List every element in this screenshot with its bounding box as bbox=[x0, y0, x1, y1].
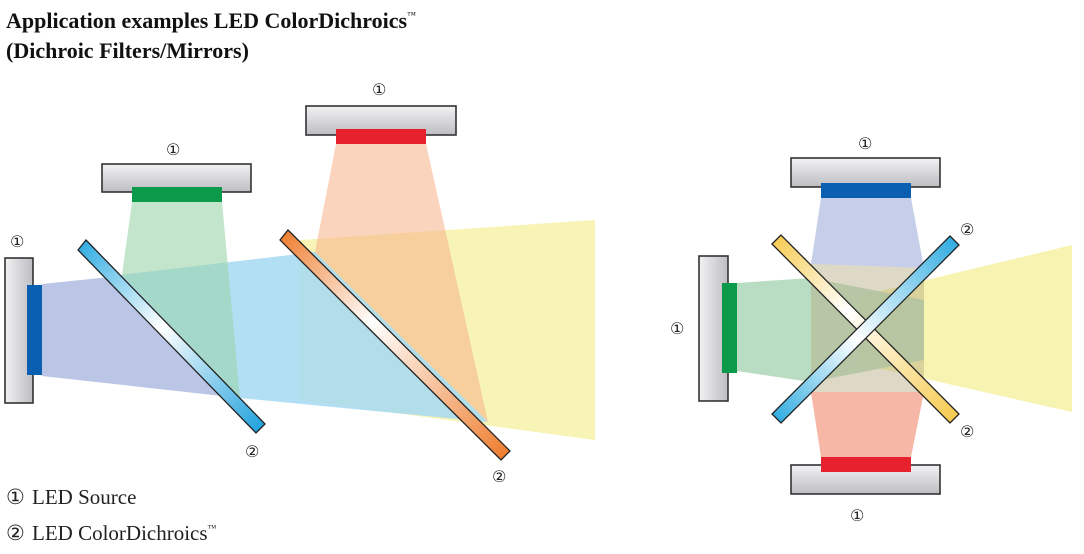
legend-item-led-source: ① LED Source bbox=[6, 482, 216, 513]
right-red-led-source bbox=[790, 457, 941, 495]
red-led-emitter bbox=[336, 129, 426, 144]
green-reflected-beam bbox=[122, 202, 240, 398]
legend-marker: ② bbox=[6, 521, 25, 545]
orange-dichroic-filter bbox=[279, 229, 511, 461]
right-blue-led-source bbox=[790, 157, 941, 198]
legend-marker: ① bbox=[6, 485, 25, 509]
led-housing bbox=[790, 157, 941, 188]
blue-source-beam bbox=[42, 276, 240, 398]
legend: ① LED Source ② LED ColorDichroics™ bbox=[6, 482, 216, 549]
legend-label: LED ColorDichroics bbox=[32, 521, 208, 545]
right-green-led-source bbox=[698, 255, 737, 402]
blue-led-emitter bbox=[821, 183, 911, 198]
marker-right-green-source: ① bbox=[670, 319, 684, 338]
green-led-emitter bbox=[132, 187, 222, 202]
title-line-2: (Dichroic Filters/Mirrors) bbox=[6, 38, 249, 63]
marker-left-green-source: ① bbox=[166, 140, 180, 159]
red-reflected-beam bbox=[811, 392, 924, 457]
legend-label: LED Source bbox=[32, 485, 137, 509]
marker-left-red-source: ① bbox=[372, 80, 386, 99]
marker-right-red-source: ① bbox=[850, 506, 864, 525]
blue-reflected-beam bbox=[811, 198, 924, 268]
title-line-1: Application examples LED ColorDichroics™ bbox=[6, 8, 416, 33]
green-source-beam bbox=[737, 278, 924, 382]
marker-left-orange-filter: ② bbox=[492, 467, 506, 486]
green-led-emitter bbox=[722, 283, 737, 373]
legend-item-led-colordichroics: ② LED ColorDichroics™ bbox=[6, 513, 216, 549]
marker-right-yellow-filter: ② bbox=[960, 422, 974, 441]
left-green-led-source bbox=[101, 163, 252, 202]
left-system-beams bbox=[42, 144, 595, 440]
trademark-symbol: ™ bbox=[207, 523, 217, 533]
marker-left-blue-source: ① bbox=[10, 232, 24, 251]
left-red-led-source bbox=[305, 105, 457, 144]
blue-dichroic-filter bbox=[77, 239, 266, 434]
red-reflected-beam bbox=[315, 144, 488, 422]
marker-left-blue-filter: ② bbox=[245, 442, 259, 461]
blue-dichroic-filter bbox=[771, 235, 960, 424]
red-led-emitter bbox=[821, 457, 911, 472]
left-blue-led-source bbox=[4, 257, 42, 404]
blue-led-emitter bbox=[27, 285, 42, 375]
marker-right-blue-filter: ② bbox=[960, 220, 974, 239]
right-system-beams bbox=[737, 198, 1072, 457]
marker-right-blue-source: ① bbox=[858, 134, 872, 153]
diagram-title: Application examples LED ColorDichroics™… bbox=[6, 0, 416, 66]
